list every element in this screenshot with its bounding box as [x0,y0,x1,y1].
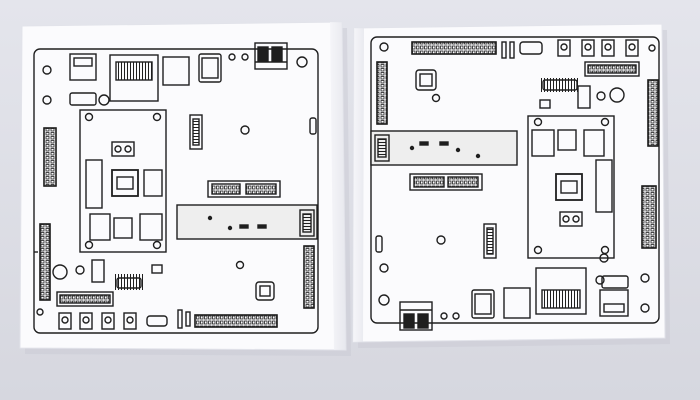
mount-hole-icon [379,42,389,52]
top-button-row [557,39,639,57]
right-canvas-print [352,23,670,348]
ethernet-port [109,54,159,102]
mount-hole-icon [640,273,650,283]
mount-hole-icon [240,125,250,135]
gpio-header [584,61,640,77]
pin-header [647,79,659,147]
board-to-board-connector [409,173,483,191]
gpio-header [56,291,114,307]
ethernet-port [535,267,587,315]
mount-hole-icon [599,253,609,263]
audio-jack-cluster [399,301,433,331]
left-circuit-board [33,42,319,334]
board-outline [370,36,660,324]
som-module [79,109,167,253]
left-canvas-print [19,21,351,356]
usb-port [599,289,629,317]
pin-header [303,245,315,309]
audio-jack-cluster [254,42,288,70]
mount-hole-icon [436,235,446,245]
button-icon [609,87,625,103]
mount-hole-icon [648,44,656,52]
mount-hole-icon [42,95,52,105]
pin-header [39,223,51,301]
pin-header [376,61,388,125]
expansion-panel [176,204,318,240]
bottom-button-row [58,312,137,330]
button-icon [52,264,68,280]
gpu-chip [111,169,139,197]
right-circuit-board [370,36,660,331]
mount-hole-icon [379,263,389,273]
som-module [527,115,615,259]
expansion-panel [370,130,518,166]
pin-header [641,185,657,249]
pin-header [43,127,57,187]
button-icon [595,275,605,285]
usb-port [69,53,97,81]
board-to-board-connector [207,180,281,198]
board-outline [33,48,319,334]
pin-header [411,41,497,55]
gpu-chip [555,173,583,201]
mount-hole-icon [640,303,650,313]
pin-header [194,314,278,328]
button-icon [98,94,110,106]
mount-hole-icon [36,308,44,316]
mount-hole-icon [42,65,52,75]
